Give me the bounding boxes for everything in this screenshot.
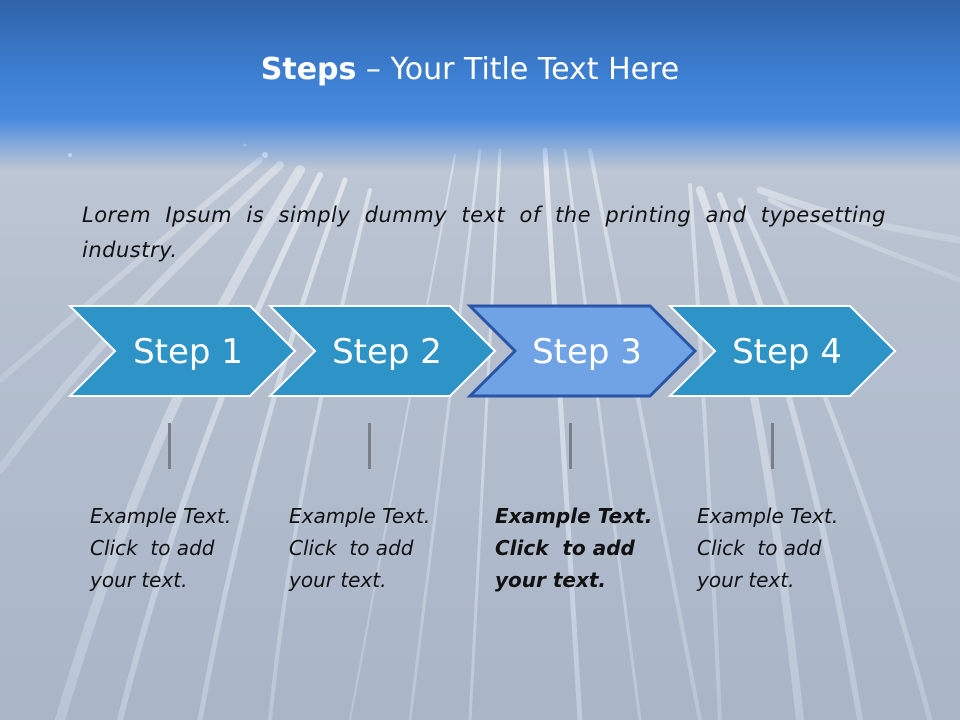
step-2-desc-line3: your text. [289,568,387,592]
step-4-label: Step 4 [732,332,842,372]
slide-title: Steps – Your Title Text Here [0,52,940,87]
title-band [0,0,960,170]
step-1-description[interactable]: Example Text. Click to add your text. [90,500,231,596]
step-1-desc-line2: Click to add [90,536,215,560]
step-4-desc-line1: Example Text. [697,504,839,528]
step-2-connector [368,423,371,469]
step-1-chevron[interactable] [67,305,297,397]
step-4-desc-line2: Click to add [697,536,822,560]
step-1-desc-line3: your text. [90,568,188,592]
step-3-label: Step 3 [532,332,642,372]
step-3-description[interactable]: Example Text. Click to add your text. [495,500,652,596]
step-2-desc-line1: Example Text. [289,504,431,528]
step-2-desc-line2: Click to add [289,536,414,560]
intro-text: Lorem Ipsum is simply dummy text of the … [82,203,886,262]
step-1-connector [168,423,171,469]
step-2-label: Step 2 [332,332,442,372]
step-3-desc-line2: Click to add [495,536,635,560]
step-4-desc-line3: your text. [697,568,795,592]
step-3-connector [569,423,572,469]
title-bold: Steps [260,52,357,87]
step-3-desc-line1: Example Text. [495,504,653,528]
step-4-connector [771,423,774,469]
step-1-desc-line1: Example Text. [90,504,232,528]
step-4-description[interactable]: Example Text. Click to add your text. [697,500,838,596]
step-4-chevron[interactable] [667,305,897,397]
step-3-chevron[interactable] [466,304,698,398]
step-2-chevron[interactable] [267,305,497,397]
title-rest: – Your Title Text Here [356,52,680,87]
step-1-label: Step 1 [133,332,243,372]
step-2-description[interactable]: Example Text. Click to add your text. [289,500,430,596]
step-3-desc-line3: your text. [495,568,607,592]
